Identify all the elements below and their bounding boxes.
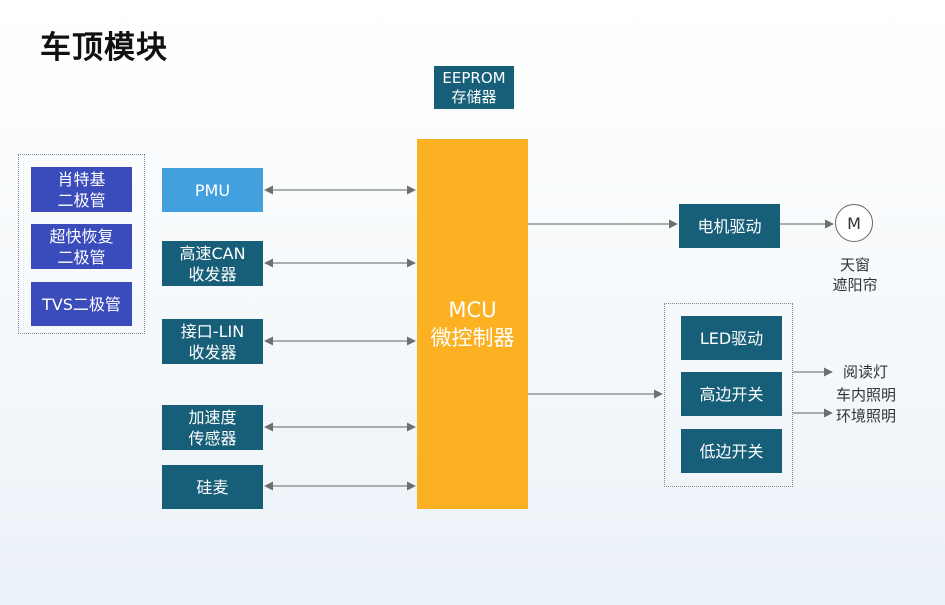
diode-tvs-line1: TVS二极管 <box>42 294 121 314</box>
block-accelerometer-line2: 传感器 <box>188 428 237 448</box>
page-title: 车顶模块 <box>40 30 168 66</box>
light-driver-group <box>664 303 793 487</box>
block-pmu: PMU <box>162 168 263 212</box>
motor-label-line2: 遮阳帘 <box>832 276 878 294</box>
output-ambient-light: 环境照明 <box>836 407 897 425</box>
eeprom-label-line1: EEPROM <box>442 68 506 87</box>
block-can-line1: 高速CAN <box>179 243 246 263</box>
motor-symbol: M <box>847 213 861 233</box>
eeprom-block: EEPROM 存储器 <box>434 66 514 109</box>
block-can: 高速CAN 收发器 <box>162 241 263 286</box>
eeprom-label-line2: 存储器 <box>451 87 497 106</box>
low-side-switch-block: 低边开关 <box>681 429 782 473</box>
high-side-switch-label: 高边开关 <box>699 384 764 404</box>
high-side-switch-block: 高边开关 <box>681 372 782 416</box>
diode-ultrafast: 超快恢复 二极管 <box>31 224 132 269</box>
output-reading-light: 阅读灯 <box>843 363 889 381</box>
motor-driver-block: 电机驱动 <box>679 204 780 248</box>
block-lin-line1: 接口-LIN <box>180 321 245 341</box>
diode-tvs: TVS二极管 <box>31 282 132 326</box>
low-side-switch-label: 低边开关 <box>699 441 764 461</box>
led-driver-label: LED驱动 <box>699 328 764 348</box>
led-driver-block: LED驱动 <box>681 316 782 360</box>
diode-ultrafast-line1: 超快恢复 <box>49 226 114 246</box>
mcu-block: MCU 微控制器 <box>417 139 528 509</box>
motor-icon: M <box>835 204 873 242</box>
block-microphone: 硅麦 <box>162 465 263 509</box>
diode-schottky: 肖特基 二极管 <box>31 167 132 212</box>
block-lin-line2: 收发器 <box>188 342 237 362</box>
motor-label-line1: 天窗 <box>839 256 870 274</box>
block-microphone-label: 硅麦 <box>196 477 229 497</box>
output-interior-light: 车内照明 <box>836 386 897 404</box>
block-can-line2: 收发器 <box>188 264 237 284</box>
motor-label: 天窗 遮阳帘 <box>822 255 888 295</box>
block-accelerometer-line1: 加速度 <box>188 407 237 427</box>
diode-schottky-line2: 二极管 <box>57 190 106 210</box>
mcu-label-line2: 微控制器 <box>430 326 515 350</box>
diode-schottky-line1: 肖特基 <box>57 169 106 189</box>
block-accelerometer: 加速度 传感器 <box>162 405 263 450</box>
motor-driver-label: 电机驱动 <box>697 216 762 236</box>
mcu-label-line1: MCU <box>448 298 497 322</box>
block-pmu-label: PMU <box>194 180 231 200</box>
block-lin: 接口-LIN 收发器 <box>162 319 263 364</box>
diode-group <box>18 154 145 334</box>
diode-ultrafast-line2: 二极管 <box>57 247 106 267</box>
